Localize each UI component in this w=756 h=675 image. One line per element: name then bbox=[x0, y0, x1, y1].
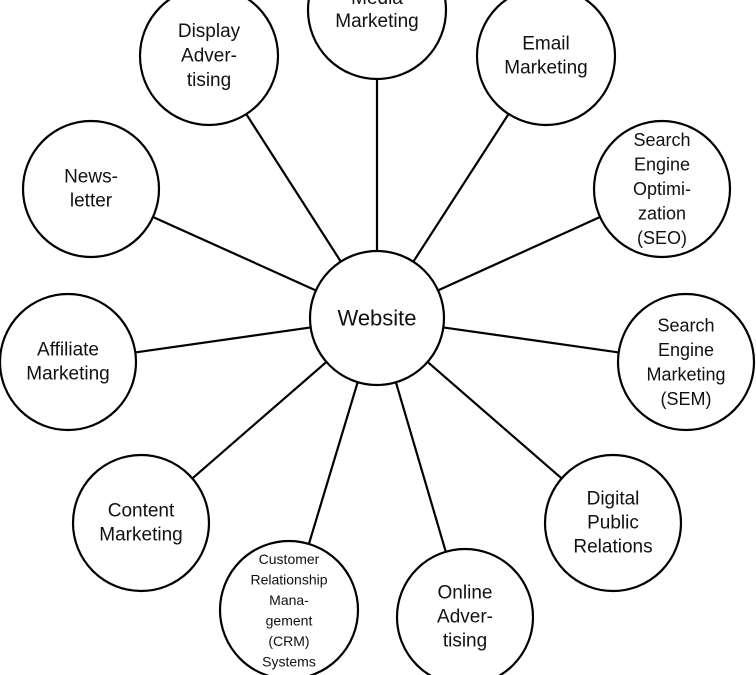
node-content-marketing-circle bbox=[71, 453, 211, 593]
node-display-advertising-label-line: Adver- bbox=[181, 46, 237, 67]
node-digital-public-relations-circle bbox=[543, 453, 683, 593]
node-crm-systems-label-line: (CRM) bbox=[268, 633, 309, 649]
edge-website-to-content-marketing bbox=[191, 361, 328, 480]
node-crm-systems-label-line: Relationship bbox=[250, 571, 327, 587]
node-website-circle bbox=[308, 249, 446, 387]
node-website-label-line: Website bbox=[337, 306, 416, 331]
edge-website-to-digital-public-relations bbox=[426, 361, 563, 480]
edge-website-to-newsletter bbox=[152, 215, 317, 292]
node-online-advertising-circle bbox=[395, 547, 535, 675]
node-email-marketing-circle bbox=[475, 0, 617, 127]
node-newsletter: News-letter bbox=[21, 119, 161, 259]
edges bbox=[135, 79, 619, 553]
node-content-marketing-label-line: Marketing bbox=[99, 525, 182, 546]
node-seo-label-line: Engine bbox=[634, 155, 690, 175]
node-display-advertising-label-line: tising bbox=[187, 70, 231, 91]
node-social-media-marketing-label-line: Media bbox=[351, 0, 403, 9]
node-affiliate-marketing-label-line: Marketing bbox=[26, 364, 109, 385]
node-crm-systems-label-line: Customer bbox=[259, 551, 320, 567]
node-online-advertising-label-line: Adver- bbox=[437, 607, 493, 628]
node-social-media-marketing: MediaMarketing bbox=[306, 0, 448, 81]
node-sem-circle bbox=[616, 292, 756, 432]
node-crm-systems-label-line: Mana- bbox=[269, 592, 309, 608]
edge-website-to-seo bbox=[437, 216, 601, 292]
node-sem-label-line: Marketing bbox=[646, 364, 725, 384]
edge-website-to-online-advertising bbox=[394, 381, 447, 553]
node-digital-public-relations-label-line: Public bbox=[587, 513, 639, 534]
node-display-advertising-label-line: Display bbox=[178, 21, 241, 42]
edge-website-to-sem bbox=[443, 326, 619, 354]
node-sem-label-line: (SEM) bbox=[661, 389, 712, 409]
node-seo-circle bbox=[592, 119, 732, 259]
node-crm-systems-label-line: gement bbox=[266, 612, 313, 628]
node-sem-label-line: Search bbox=[657, 315, 714, 335]
node-social-media-marketing-label-line: Marketing bbox=[335, 11, 418, 32]
node-email-marketing-label-line: Email bbox=[522, 34, 570, 55]
node-seo-label-line: (SEO) bbox=[637, 228, 687, 248]
edge-website-to-display-advertising bbox=[245, 113, 342, 263]
node-online-advertising-label-line: tising bbox=[443, 631, 487, 652]
edge-website-to-affiliate-marketing bbox=[135, 326, 311, 354]
node-email-marketing-label-line: Marketing bbox=[504, 58, 587, 79]
node-seo-label-line: zation bbox=[638, 204, 686, 224]
node-seo-label-line: Search bbox=[633, 130, 690, 150]
node-affiliate-marketing-label-line: Affiliate bbox=[37, 340, 99, 361]
node-sem-label-line: Engine bbox=[658, 340, 714, 360]
node-affiliate-marketing-circle bbox=[0, 292, 138, 432]
node-website: Website bbox=[308, 249, 446, 387]
node-social-media-marketing-circle bbox=[306, 0, 448, 81]
node-crm-systems-label-line: Systems bbox=[262, 653, 316, 669]
node-crm-systems-circle bbox=[218, 539, 360, 675]
node-digital-public-relations-label-line: Relations bbox=[573, 537, 652, 558]
node-newsletter-circle bbox=[21, 119, 161, 259]
node-digital-public-relations-label-line: Digital bbox=[587, 489, 640, 510]
node-online-advertising-label-line: Online bbox=[438, 583, 493, 604]
edge-website-to-crm-systems bbox=[307, 381, 359, 545]
node-newsletter-label-line: News- bbox=[64, 167, 118, 188]
node-content-marketing-label-line: Content bbox=[108, 501, 175, 522]
node-seo-label-line: Optimi- bbox=[633, 179, 691, 199]
edge-website-to-email-marketing bbox=[412, 113, 510, 263]
node-display-advertising-circle bbox=[138, 0, 280, 127]
node-newsletter-label-line: letter bbox=[70, 191, 113, 212]
